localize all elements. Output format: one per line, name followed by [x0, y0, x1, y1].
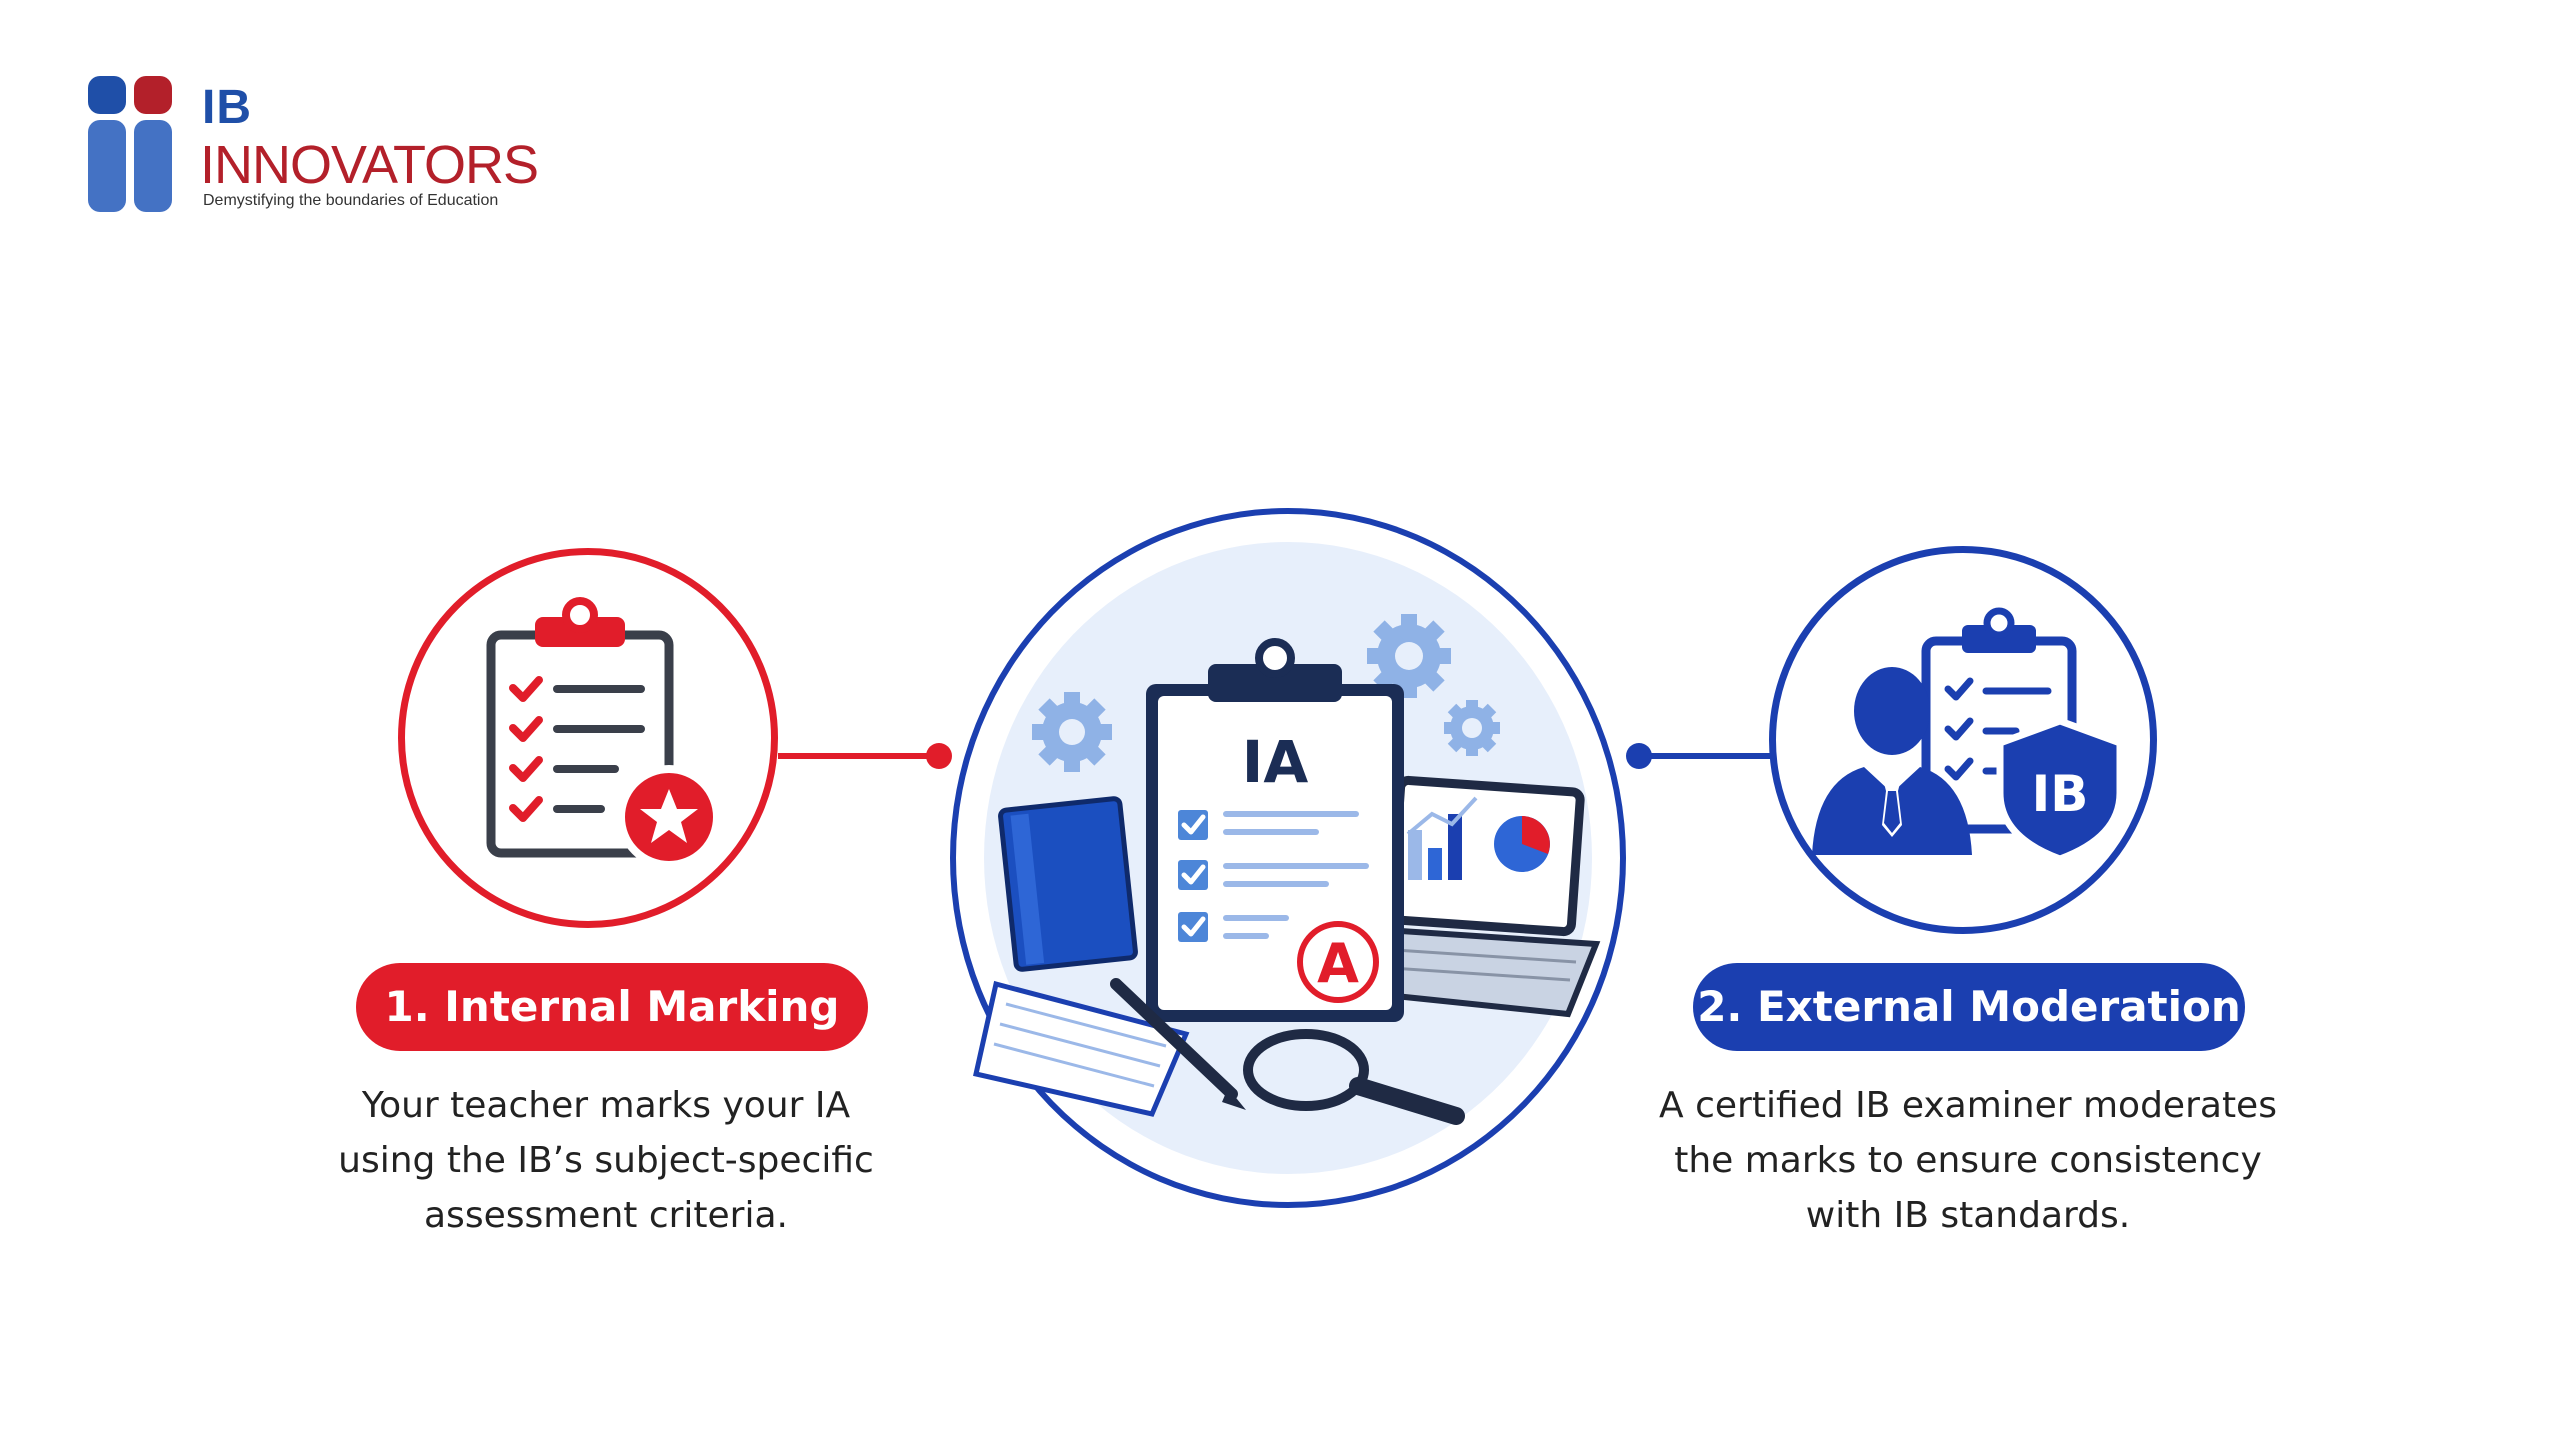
right-connector-dot [1626, 743, 1652, 769]
brand-logo: IB INNOVATORS Demystifying the boundarie… [86, 76, 566, 226]
ia-illustration-circle: IA A [950, 508, 1626, 1208]
internal-marking-description: Your teacher marks your IA using the IB’… [306, 1078, 906, 1243]
magnifying-glass-icon [1243, 1029, 1465, 1125]
gear-icon [1032, 692, 1112, 772]
ib-logo-mark-icon [88, 76, 172, 212]
brand-top: IB [202, 81, 252, 134]
left-connector-dot [926, 743, 952, 769]
laptop-icon [1372, 775, 1601, 1018]
description-line: assessment criteria. [424, 1195, 788, 1236]
gear-icon [1367, 614, 1451, 698]
right-connector [1640, 753, 1772, 759]
description-line: Your teacher marks your IA [361, 1085, 851, 1126]
pen-icon [1110, 978, 1246, 1110]
person-icon [1812, 667, 1972, 855]
description-line: with IB standards. [1805, 1195, 2131, 1236]
grade-label: A [1317, 932, 1359, 995]
gear-icon [1444, 700, 1500, 756]
external-moderation-description: A certified IB examiner moderates the ma… [1638, 1078, 2298, 1243]
book-icon [998, 796, 1138, 972]
examiner-clipboard-shield-icon: IB [1812, 607, 2124, 863]
ia-clipboard-icon [1146, 638, 1404, 1022]
ib-badge-label: IB [2032, 765, 2089, 823]
brand-name: INNOVATORS [200, 135, 539, 195]
description-line: A certified IB examiner moderates [1659, 1085, 2277, 1126]
shield-icon [1996, 717, 2124, 863]
brand-tagline: Demystifying the boundaries of Education [203, 192, 499, 209]
ia-documents-illustration: IA A [973, 614, 1601, 1125]
external-moderation-label: 2. External Moderation [1693, 963, 2245, 1051]
description-line: using the IB’s subject-specific [338, 1140, 874, 1181]
clipboard-checklist-star-icon [486, 597, 721, 869]
internal-marking-circle [398, 548, 778, 928]
ia-label: IA [1242, 728, 1309, 796]
notebook-icon [973, 980, 1190, 1117]
internal-marking-label: 1. Internal Marking [356, 963, 868, 1051]
external-moderation-circle: IB [1769, 546, 2157, 934]
description-line: the marks to ensure consistency [1674, 1140, 2262, 1181]
left-connector [778, 753, 938, 759]
